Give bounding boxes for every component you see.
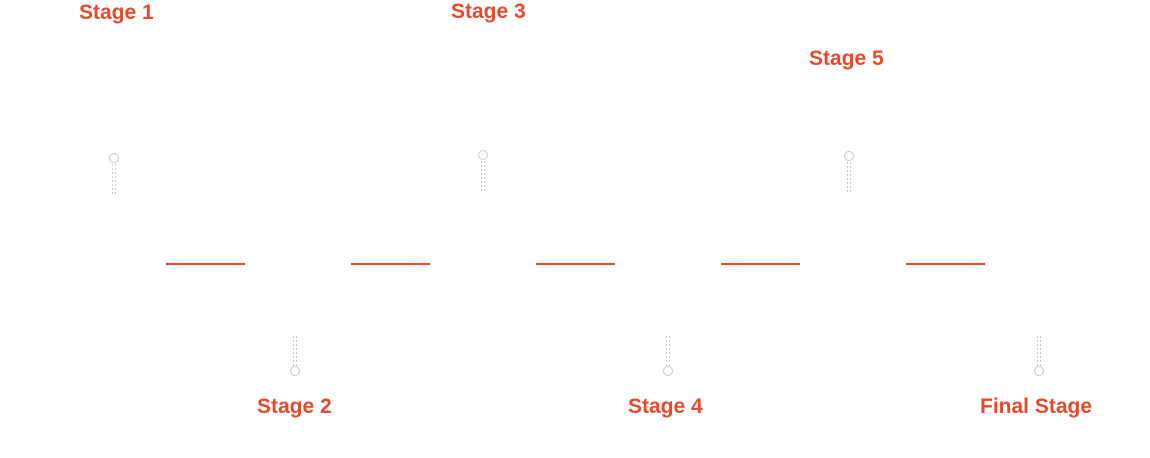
stage-3-label: Stage 3 — [451, 0, 526, 23]
stage-2-label: Stage 2 — [257, 395, 332, 418]
stage-5-pin — [843, 150, 855, 192]
connector-3 — [536, 263, 615, 265]
stage-3-pin — [477, 149, 489, 191]
connector-2 — [351, 263, 430, 265]
stage-1-label: Stage 1 — [79, 1, 154, 24]
final-stage-pin — [1033, 336, 1045, 378]
stage-4-pin — [662, 336, 674, 378]
stage-1-pin — [108, 152, 120, 194]
final-stage-label: Final Stage — [980, 395, 1093, 418]
stage-2-pin — [289, 336, 301, 378]
connector-5 — [906, 263, 985, 265]
connector-4 — [721, 263, 800, 265]
stage-5-label: Stage 5 — [809, 47, 884, 70]
stage-4-label: Stage 4 — [628, 395, 703, 418]
connector-1 — [166, 263, 245, 265]
